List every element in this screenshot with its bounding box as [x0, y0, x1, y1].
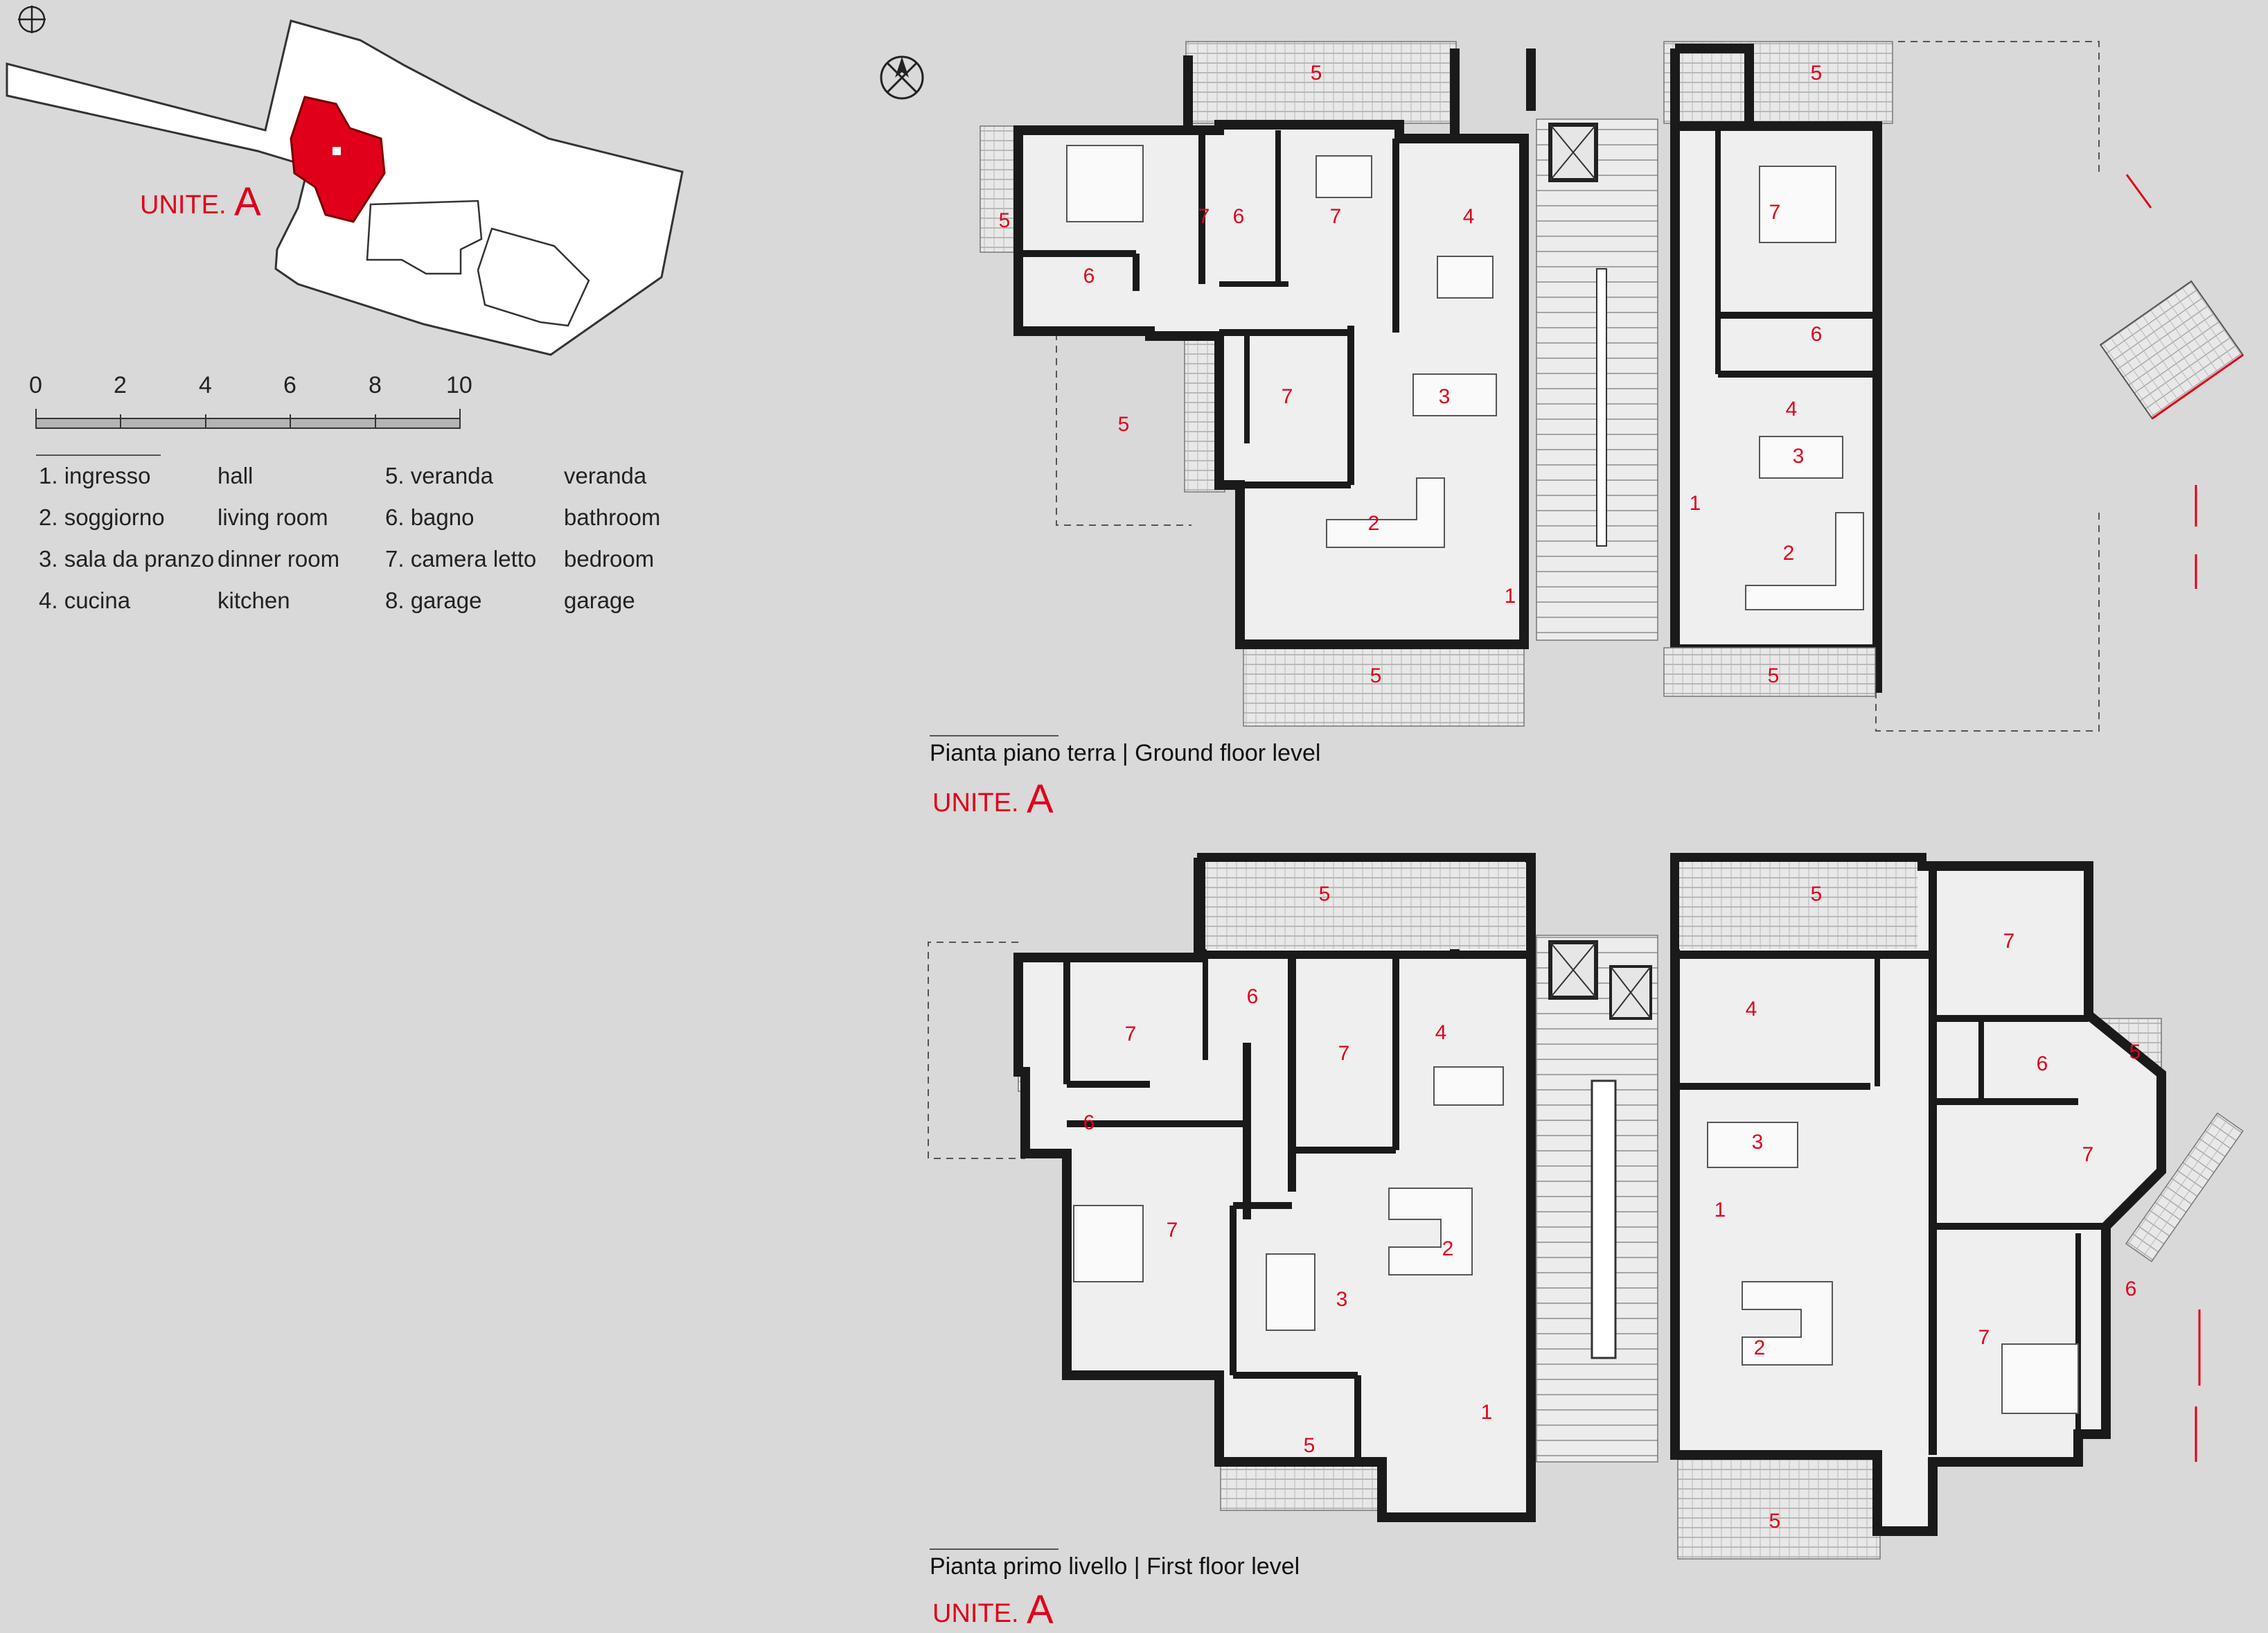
room-number: 5 [999, 209, 1011, 232]
legend-item-en: bathroom [564, 504, 661, 530]
room-number: 6 [1247, 985, 1259, 1008]
room-number: 5 [1811, 62, 1823, 85]
room-number: 2 [1442, 1237, 1454, 1260]
room-number: 4 [1435, 1021, 1447, 1044]
room-number: 6 [1811, 323, 1823, 346]
first-floor-plan: 5 5 7 6 7 4 6 7 3 2 1 5 4 3 1 2 5 7 6 5 … [928, 853, 2244, 1560]
legend-item-en: veranda [564, 463, 647, 488]
room-number: 7 [1338, 1042, 1350, 1065]
veranda-deck [1663, 41, 1893, 124]
veranda-deck [1677, 1454, 1881, 1560]
ground-floor-caption: Pianta piano terra | Ground floor level [930, 740, 1321, 766]
veranda-deck [980, 125, 1016, 253]
scale-tick-label: 2 [114, 372, 127, 398]
legend-item-en: garage [564, 588, 635, 613]
veranda-deck [1663, 647, 1876, 697]
room-number: 7 [2003, 930, 2015, 953]
site-unit-word: UNITE. [140, 191, 227, 220]
scale-tick-label: 8 [369, 372, 382, 398]
room-number: 7 [2082, 1143, 2094, 1166]
room-number: 6 [1083, 1111, 1095, 1134]
room-number: 7 [1125, 1023, 1137, 1045]
room-number: 7 [1198, 205, 1210, 228]
room-number: 7 [1769, 201, 1781, 224]
room-number: 7 [1330, 205, 1342, 228]
room-number: 7 [1282, 385, 1293, 408]
legend-item-it: 1. ingresso [39, 463, 151, 488]
legend-item-en: hall [218, 463, 254, 488]
room-number: 4 [1786, 398, 1798, 421]
scale-tick-label: 6 [283, 372, 296, 398]
room-number: 5 [1769, 1510, 1781, 1533]
room-number: 4 [1463, 205, 1475, 228]
room-number: 6 [1083, 265, 1095, 288]
legend-item-en: living room [218, 504, 328, 530]
site-unit-letter: A [234, 179, 261, 224]
room-number: 2 [1783, 542, 1795, 565]
room-number: 2 [1754, 1336, 1766, 1359]
room-number: 5 [1811, 883, 1823, 906]
legend-item-en: dinner room [218, 546, 340, 572]
room-number: 1 [1481, 1401, 1493, 1424]
room-number: 5 [2129, 1041, 2141, 1063]
room-number: 5 [1304, 1434, 1315, 1457]
ground-floor-unit-letter: A [1027, 777, 1054, 822]
room-number: 5 [1319, 883, 1331, 906]
room-number: 3 [1336, 1288, 1348, 1311]
legend-item-it: 5. veranda [385, 463, 493, 488]
room-number: 7 [1978, 1326, 1990, 1349]
scale-tick-label: 0 [29, 372, 42, 398]
scale-tick-label: 10 [446, 372, 472, 398]
room-number: 5 [1118, 413, 1130, 436]
compass-icon [880, 55, 924, 100]
first-floor-caption: Pianta primo livello | First floor level [930, 1553, 1300, 1580]
wall-outline [1013, 853, 1536, 1522]
room-number: 3 [1439, 385, 1451, 408]
legend-item-en: bedroom [564, 546, 655, 572]
room-number: 7 [1167, 1219, 1178, 1242]
room-number: 1 [1505, 585, 1516, 608]
legend-item-it: 2. soggiorno [39, 504, 165, 530]
building-c-footprint [477, 227, 590, 327]
scale-bar [35, 409, 461, 456]
room-number: 6 [1233, 205, 1245, 228]
room-number: 6 [2125, 1278, 2137, 1300]
legend-item-en: kitchen [218, 588, 290, 613]
first-floor-unit-word: UNITE. [932, 1599, 1019, 1628]
unit-a-footprint [290, 96, 386, 223]
ground-floor-plan: 5 5 5 7 6 7 4 6 7 5 3 2 1 5 7 6 4 3 1 2 … [930, 41, 2244, 736]
legend-item-it: 4. cucina [39, 588, 131, 613]
veranda-deck [2125, 1112, 2244, 1262]
veranda-deck [1185, 41, 1457, 124]
legend-item-it: 7. camera letto [385, 546, 537, 572]
legend-item-it: 3. sala da pranzo [39, 546, 215, 572]
scale-tick-label: 4 [199, 372, 212, 398]
room-number: 6 [2037, 1052, 2048, 1075]
room-number: 4 [1746, 998, 1757, 1021]
room-number: 5 [1768, 664, 1780, 687]
site-plan [6, 6, 684, 356]
legend-item-it: 8. garage [385, 588, 482, 613]
room-number: 1 [1690, 492, 1701, 515]
room-number: 5 [1370, 664, 1382, 687]
room-number: 2 [1368, 512, 1380, 535]
veranda-deck [1243, 644, 1525, 727]
legend-item-it: 6. bagno [385, 504, 475, 530]
room-number: 3 [1793, 445, 1805, 468]
room-number: 1 [1715, 1199, 1726, 1221]
room-number: 3 [1752, 1131, 1764, 1154]
room-number: 5 [1311, 62, 1322, 85]
ground-floor-unit-word: UNITE. [932, 788, 1019, 818]
first-floor-unit-letter: A [1027, 1587, 1054, 1632]
building-b-footprint [366, 200, 483, 275]
